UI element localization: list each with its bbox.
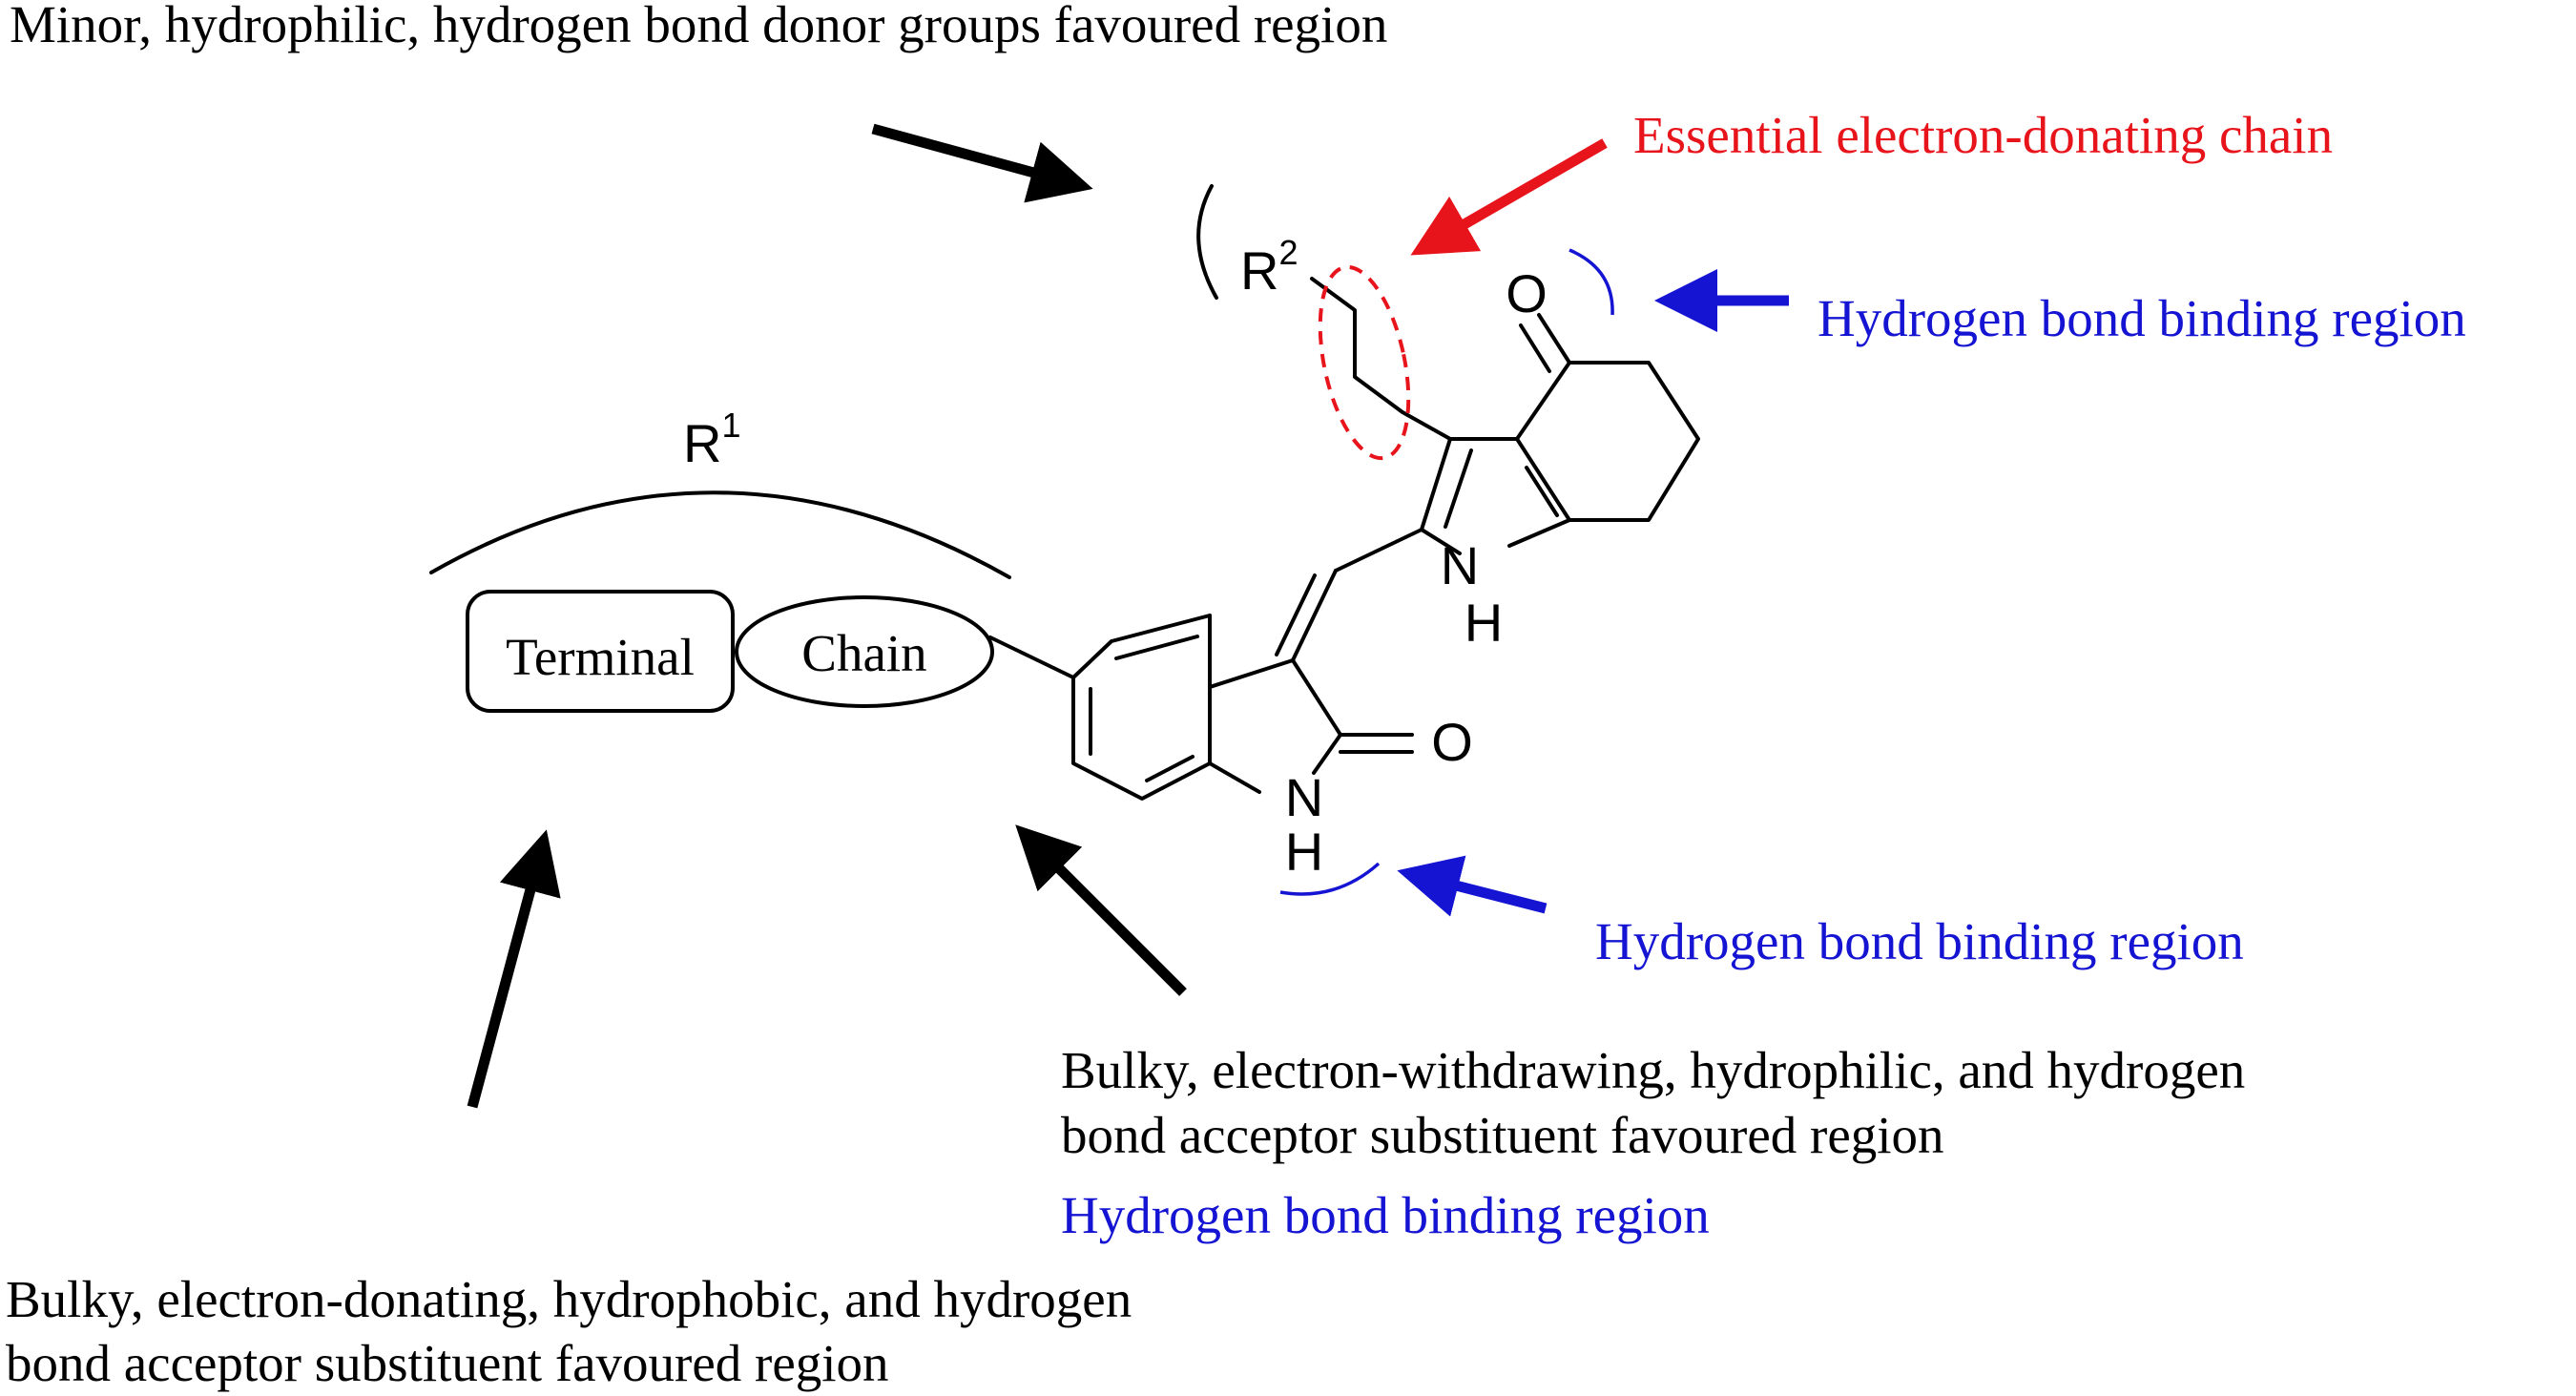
r2-parenthesis	[1196, 184, 1218, 300]
label-hbond-region-lower: Hydrogen bond binding region	[1595, 912, 2244, 970]
arrow-to-r2-region	[871, 123, 1093, 203]
label-bulky-withdrawing-line1: Bulky, electron-withdrawing, hydrophilic…	[1061, 1041, 2245, 1099]
molecule-skeleton	[988, 277, 1700, 801]
chain-ellipse	[735, 595, 994, 708]
atom-n-pyrrole: N	[1441, 535, 1479, 595]
atom-n-indolinone: N	[1285, 767, 1323, 827]
arrow-to-terminal	[467, 829, 561, 1109]
r2-label: R2	[1240, 233, 1298, 301]
label-bulky-withdrawing-line2: bond acceptor substituent favoured regio…	[1061, 1106, 1944, 1164]
label-essential-chain: Essential electron-donating chain	[1633, 106, 2333, 164]
r1-bracket-arc	[429, 490, 1011, 579]
label-hbond-region-right: Hydrogen bond binding region	[1818, 289, 2466, 347]
hbond-arc-ketone	[1568, 248, 1614, 316]
label-minor-hydrophilic-region: Minor, hydrophilic, hydrogen bond donor …	[10, 0, 1387, 53]
essential-chain-highlight	[1318, 264, 1411, 461]
label-bulky-donating-line2: bond acceptor substituent favoured regio…	[6, 1334, 889, 1392]
r1-label: R1	[683, 406, 740, 473]
terminal-box	[466, 590, 735, 713]
atom-o-ketone: O	[1506, 263, 1548, 323]
hbond-arc-nh	[1279, 862, 1381, 896]
arrow-hbond-nh	[1397, 855, 1548, 917]
atom-h-pyrrole: H	[1465, 593, 1503, 653]
arrow-to-chain	[1015, 824, 1187, 996]
terminal-label: Terminal	[506, 628, 695, 686]
chain-label: Chain	[801, 624, 926, 682]
arrow-essential-chain	[1410, 138, 1608, 256]
label-hbond-region-bottom: Hydrogen bond binding region	[1061, 1186, 1710, 1244]
atom-o-lactam: O	[1431, 712, 1473, 772]
atom-h-indolinone: H	[1285, 822, 1323, 882]
label-bulky-donating-line1: Bulky, electron-donating, hydrophobic, a…	[6, 1270, 1132, 1328]
